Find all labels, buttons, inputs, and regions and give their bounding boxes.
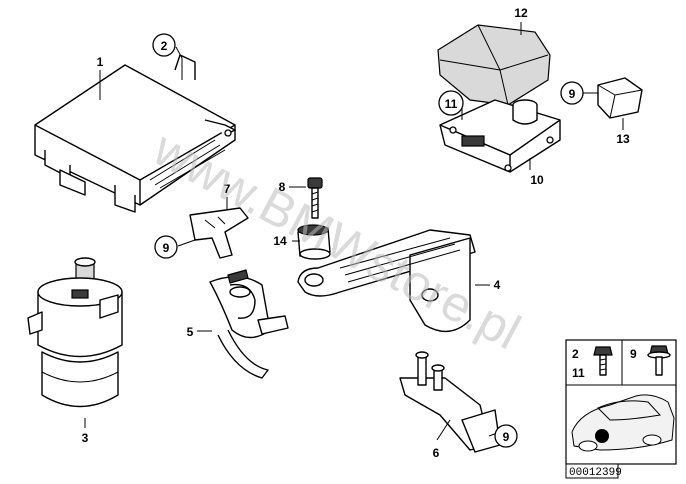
rubber-mount-part-14[interactable] xyxy=(297,224,331,260)
callout-11: 11 xyxy=(445,97,458,111)
reference-number: 00012399 xyxy=(569,467,622,479)
cover-part-12[interactable] xyxy=(437,24,551,106)
sensor-module-part-10[interactable] xyxy=(439,99,561,173)
callout-9c-circle: 9 xyxy=(560,81,584,105)
leader-lines xyxy=(84,22,624,441)
fastener-inset: 2 11 9 00012399 xyxy=(565,339,677,479)
clamp-bracket-part-5[interactable] xyxy=(209,269,289,379)
callout-9b-circle: 9 xyxy=(494,424,518,448)
block-part-13[interactable] xyxy=(597,77,643,119)
callout-6: 6 xyxy=(433,446,440,460)
callout-4: 4 xyxy=(494,278,501,292)
inset-label-9: 9 xyxy=(630,347,637,361)
inset-flange-bolt-icon xyxy=(647,345,671,376)
bracket-part-7[interactable] xyxy=(189,207,249,259)
control-unit-part-1[interactable] xyxy=(34,54,236,213)
callout-5: 5 xyxy=(187,325,194,339)
callout-2-circle: 2 xyxy=(152,33,176,57)
callout-9c: 9 xyxy=(569,87,576,101)
inset-label-11: 11 xyxy=(572,366,585,380)
callout-10: 10 xyxy=(530,173,544,187)
stud-bracket-part-6[interactable] xyxy=(399,351,501,453)
callout-2: 2 xyxy=(161,39,168,53)
callout-9a: 9 xyxy=(163,241,170,255)
callout-8: 8 xyxy=(279,180,286,194)
callout-1: 1 xyxy=(97,55,104,69)
pump-part-3[interactable] xyxy=(27,257,123,408)
callout-11-circle: 11 xyxy=(438,90,464,116)
inset-bolt-icon xyxy=(593,346,613,376)
callout-13: 13 xyxy=(616,132,630,146)
callouts: 1 2 3 4 5 6 7 8 9 9 9 10 11 12 13 14 xyxy=(82,6,630,460)
callout-7: 7 xyxy=(224,182,231,196)
callout-3: 3 xyxy=(82,431,89,445)
screw-part-8[interactable] xyxy=(307,177,323,219)
car-silhouette-icon xyxy=(571,394,675,452)
callout-9b: 9 xyxy=(503,430,510,444)
callout-9a-circle: 9 xyxy=(154,235,178,259)
inset-label-2: 2 xyxy=(572,347,579,361)
callout-12: 12 xyxy=(514,6,528,20)
bracket-arm-part-4[interactable] xyxy=(297,229,476,333)
callout-14: 14 xyxy=(273,234,287,248)
